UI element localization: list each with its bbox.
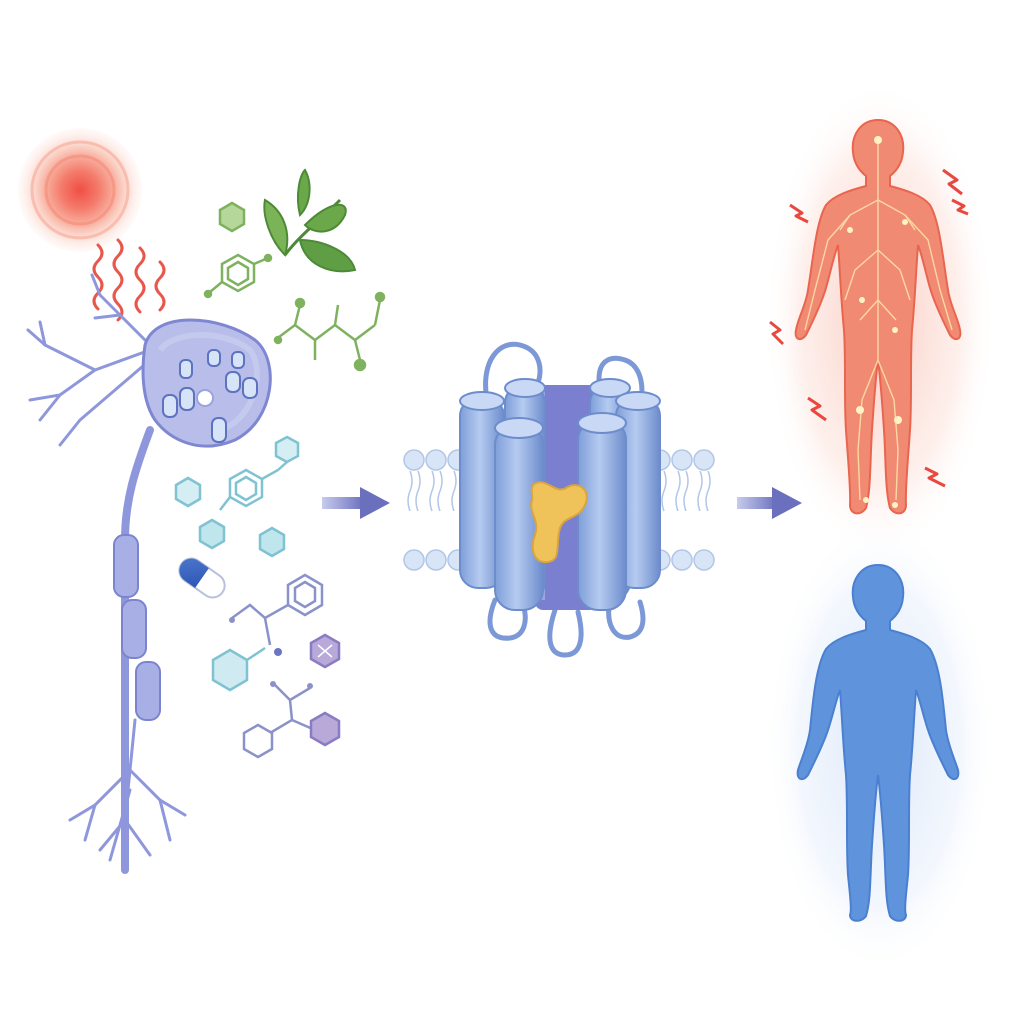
molecule-icon: [211, 573, 341, 759]
arrow-icon: [737, 487, 802, 519]
neuron-icon: [26, 273, 272, 874]
leaf-icon: [263, 168, 357, 273]
heat-icon: [18, 128, 142, 252]
heat-waves: [92, 238, 166, 322]
body-icon: [796, 563, 960, 922]
capsule-icon: [178, 557, 226, 599]
body-icon: [794, 118, 962, 515]
molecule-icon: [203, 201, 386, 372]
outcomes-panel: [765, 80, 995, 975]
arrow-icon: [322, 487, 390, 519]
bound-ligand: [530, 481, 588, 564]
molecule-icon: [174, 435, 300, 558]
channel-icon: [403, 341, 715, 658]
lightning-icon: [769, 168, 969, 488]
stimuli-panel: [18, 128, 386, 874]
